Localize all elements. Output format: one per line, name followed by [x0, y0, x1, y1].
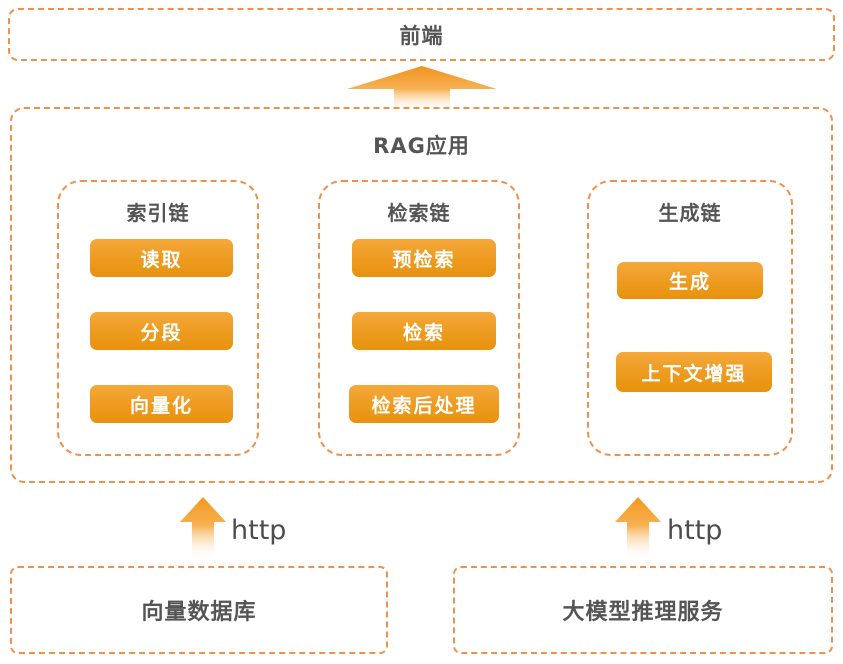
- http-label-right: http: [667, 515, 723, 546]
- step-context-enhance-chip: 上下文增强: [616, 352, 772, 392]
- vector-database-box: 向量数据库: [10, 566, 388, 654]
- step-segment-chip: 分段: [90, 312, 233, 350]
- step-generate-chip: 生成: [617, 262, 763, 299]
- up-arrow-right-icon: [615, 497, 661, 560]
- frontend-label: 前端: [399, 23, 444, 48]
- vector-database-label: 向量数据库: [141, 600, 257, 625]
- index-chain-box: 索引链 读取 分段 向量化: [57, 180, 259, 456]
- step-post-retrieval-chip: 检索后处理: [349, 385, 499, 423]
- llm-inference-service-box: 大模型推理服务: [453, 566, 833, 654]
- step-pre-retrieval-chip: 预检索: [352, 239, 496, 277]
- retrieval-chain-box: 检索链 预检索 检索 检索后处理: [318, 180, 520, 456]
- rag-app-title: RAG应用: [373, 134, 470, 158]
- index-chain-title: 索引链: [126, 201, 190, 225]
- step-vectorize-chip: 向量化: [90, 385, 233, 423]
- llm-inference-service-label: 大模型推理服务: [562, 600, 724, 625]
- frontend-box: 前端: [8, 8, 835, 61]
- up-arrow-left-icon: [180, 497, 226, 560]
- up-arrow-to-frontend-icon: [347, 66, 497, 108]
- generation-chain-title: 生成链: [658, 201, 722, 225]
- http-label-left: http: [231, 515, 287, 546]
- rag-app-box: RAG应用 索引链 读取 分段 向量化 检索链 预检索 检索 检索后处理 生成链…: [10, 107, 833, 483]
- step-read-chip: 读取: [90, 239, 233, 277]
- generation-chain-box: 生成链 生成 上下文增强: [587, 180, 793, 456]
- retrieval-chain-title: 检索链: [387, 201, 451, 225]
- step-retrieval-chip: 检索: [352, 312, 496, 350]
